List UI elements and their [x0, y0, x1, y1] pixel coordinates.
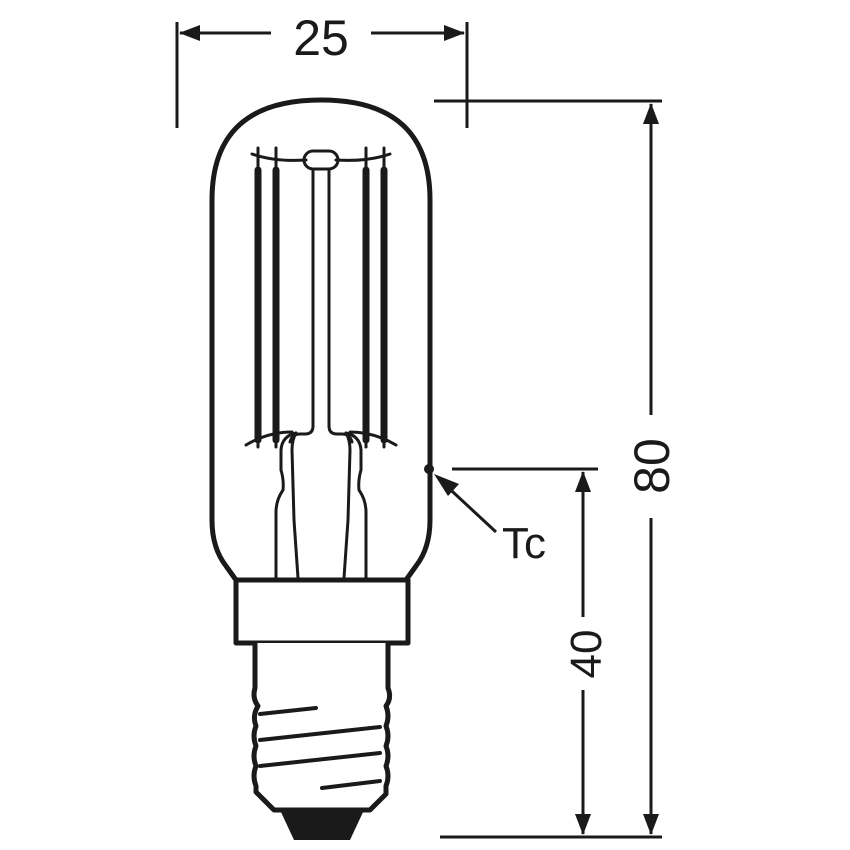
lead-wire-left-inner — [290, 431, 300, 580]
lead-wire-right-outer — [344, 431, 368, 580]
width-dimension-label: 25 — [293, 10, 349, 66]
top-support-wire — [334, 152, 392, 162]
bottom-support-wire — [244, 430, 294, 447]
width-arrow-right-icon — [444, 25, 465, 41]
tc-label: Tc — [502, 519, 546, 568]
lamp-collar — [233, 577, 411, 646]
overall-height-dimension — [434, 99, 662, 839]
stem-rod — [327, 167, 354, 444]
thread-line — [258, 751, 382, 768]
lead-wire-right-inner — [342, 431, 352, 580]
thread-line — [258, 725, 382, 742]
stem-rod — [288, 167, 315, 444]
tc-height-label: 40 — [562, 630, 611, 679]
tc-arrow-top-icon — [575, 471, 591, 492]
top-support-wire — [250, 152, 308, 162]
glass-envelope — [209, 97, 433, 582]
bottom-support-wire — [348, 430, 398, 447]
thread-line — [258, 706, 318, 716]
stem-head — [302, 149, 340, 171]
thread-line — [320, 779, 382, 790]
tc-leader-arrow-icon — [434, 474, 459, 496]
overall-height-label: 80 — [624, 438, 680, 494]
height-arrow-bottom-icon — [643, 814, 659, 835]
tc-arrow-bottom-icon — [575, 814, 591, 835]
width-dimension — [175, 22, 469, 128]
screw-threads — [258, 706, 382, 790]
base-contact-tip — [280, 810, 364, 840]
height-arrow-top-icon — [643, 103, 659, 124]
lead-wire-left-outer — [274, 431, 298, 580]
width-arrow-left-icon — [179, 25, 200, 41]
filament-assembly — [244, 146, 398, 580]
tc-height-dimension — [452, 467, 598, 835]
